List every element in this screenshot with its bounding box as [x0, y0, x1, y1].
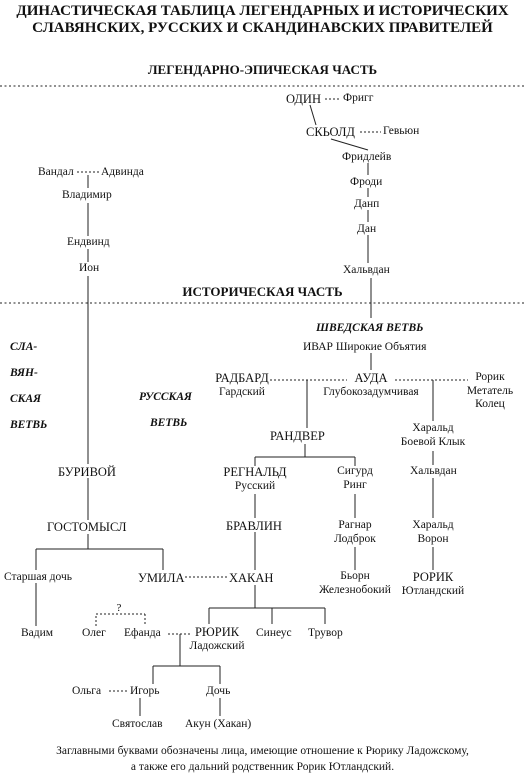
branch-slavic-2: ВЯН-	[10, 367, 38, 379]
person-rorik-jutland-epithet: Ютландский	[401, 584, 465, 597]
person-rorik-metatel: Рорик Метатель Колец	[462, 371, 518, 411]
page-title-line-1: ДИНАСТИЧЕСКАЯ ТАБЛИЦА ЛЕГЕНДАРНЫХ И ИСТО…	[16, 3, 509, 19]
branch-russian-2: ВЕТВЬ	[150, 417, 188, 429]
person-bjorn: Бьорн Железнобокий	[305, 570, 405, 596]
person-umila: УМИЛА	[138, 571, 185, 585]
person-advinda: Адвинда	[101, 166, 144, 178]
person-rorik-jutland: РОРИК Ютландский	[398, 571, 468, 597]
person-regnald-epithet: Русский	[234, 479, 276, 492]
person-sigurd-epithet: Ринг	[343, 478, 367, 491]
person-frigg: Фригг	[343, 92, 374, 104]
person-elder-daughter: Старшая дочь	[4, 571, 72, 583]
person-gostomysl: ГОСТОМЫСЛ	[47, 520, 127, 534]
person-endvind: Ендвинд	[67, 236, 110, 248]
person-dan: Дан	[357, 223, 377, 235]
person-bjorn-epithet: Железнобокий	[319, 583, 391, 596]
person-radbard-name: РАДБАРД	[215, 371, 269, 385]
person-truvor: Трувор	[308, 627, 343, 639]
question-mark: ?	[117, 602, 122, 614]
branch-russian-1: РУССКАЯ	[139, 391, 192, 403]
person-harald-bk: Харальд Боевой Клык	[393, 422, 473, 448]
branch-slavic-1: СЛА-	[10, 341, 38, 353]
person-sigurd: Сигурд Ринг	[320, 465, 390, 491]
person-efanda: Ефанда	[124, 627, 161, 639]
page-title-line-2: СЛАВЯНСКИХ, РУССКИХ И СКАНДИНАВСКИХ ПРАВ…	[32, 20, 493, 36]
person-rorik-metatel-epithet-1: Метатель	[466, 384, 514, 397]
person-skjold: СКЬОЛД	[306, 125, 355, 139]
person-bjorn-name: Бьорн	[340, 570, 370, 582]
person-harald-voron-epithet: Ворон	[417, 532, 449, 545]
person-harald-voron: Харальд Ворон	[403, 519, 463, 545]
person-ivar: ИВАР Широкие Объятия	[303, 341, 427, 353]
section-historical: ИСТОРИЧЕСКАЯ ЧАСТЬ	[182, 284, 343, 299]
person-harald-bk-name: Харальд	[412, 422, 454, 434]
person-ragnar-name: Рагнар	[338, 519, 372, 531]
person-auda-name: АУДА	[354, 371, 388, 385]
person-burivoy: БУРИВОЙ	[58, 465, 116, 479]
person-daughter: Дочь	[206, 685, 231, 697]
person-vladimir: Владимир	[62, 189, 112, 201]
person-rorik-metatel-name: Рорик	[475, 371, 505, 383]
person-hakan: ХАКАН	[229, 571, 274, 585]
branch-slavic-4: ВЕТВЬ	[10, 419, 48, 431]
person-vadim: Вадим	[21, 627, 54, 639]
footnote-line-1: Заглавными буквами обозначены лица, имею…	[56, 745, 469, 757]
person-halfdan: Хальвдан	[343, 264, 390, 276]
person-oleg: Олег	[82, 627, 106, 639]
person-rorik-jutland-name: РОРИК	[412, 570, 454, 584]
person-regnald-name: РЕГНАЛЬД	[223, 465, 287, 479]
person-dan-p: Данп	[354, 198, 380, 210]
person-harald-bk-epithet: Боевой Клык	[400, 435, 466, 448]
branch-slavic-3: СКАЯ	[10, 393, 42, 405]
person-radbard: РАДБАРД Гардский	[212, 372, 272, 398]
person-harald-voron-name: Харальд	[412, 519, 454, 531]
person-regnald: РЕГНАЛЬД Русский	[215, 466, 295, 492]
person-sigurd-name: Сигурд	[337, 465, 373, 477]
person-rurik-name: РЮРИК	[194, 625, 240, 639]
person-halfdan-2: Хальвдан	[410, 465, 457, 477]
person-gefjun: Гевьюн	[383, 125, 420, 137]
person-auda-epithet: Глубокозадумчивая	[323, 385, 419, 398]
person-randver: РАНДВЕР	[270, 429, 325, 443]
footnote-line-2: а также его дальний родственник Рорик Ют…	[130, 761, 395, 773]
person-ragnar: Рагнар Лодброк	[320, 519, 390, 545]
person-radbard-epithet: Гардский	[219, 385, 265, 398]
person-vandal: Вандал	[38, 166, 74, 178]
person-frodi: Фроди	[350, 176, 383, 188]
person-bravlin: БРАВЛИН	[226, 519, 282, 533]
person-svyatoslav: Святослав	[112, 718, 163, 730]
section-legendary: ЛЕГЕНДАРНО-ЭПИЧЕСКАЯ ЧАСТЬ	[147, 62, 378, 77]
person-auda: АУДА Глубокозадумчивая	[318, 372, 424, 398]
person-akun: Акун (Хакан)	[185, 718, 252, 730]
person-rurik: РЮРИК Ладожский	[185, 626, 249, 652]
person-rurik-epithet: Ладожский	[189, 639, 245, 652]
person-igor: Игорь	[130, 685, 160, 697]
person-sineus: Синеус	[256, 627, 292, 639]
person-ion: Ион	[79, 262, 100, 274]
person-fridleif: Фридлейв	[342, 151, 392, 163]
person-ragnar-epithet: Лодброк	[334, 532, 376, 545]
person-rorik-metatel-epithet-2: Колец	[475, 398, 505, 410]
branch-swedish: ШВЕДСКАЯ ВЕТВЬ	[316, 322, 424, 334]
person-olga: Ольга	[72, 685, 102, 697]
person-odin: ОДИН	[286, 92, 321, 106]
